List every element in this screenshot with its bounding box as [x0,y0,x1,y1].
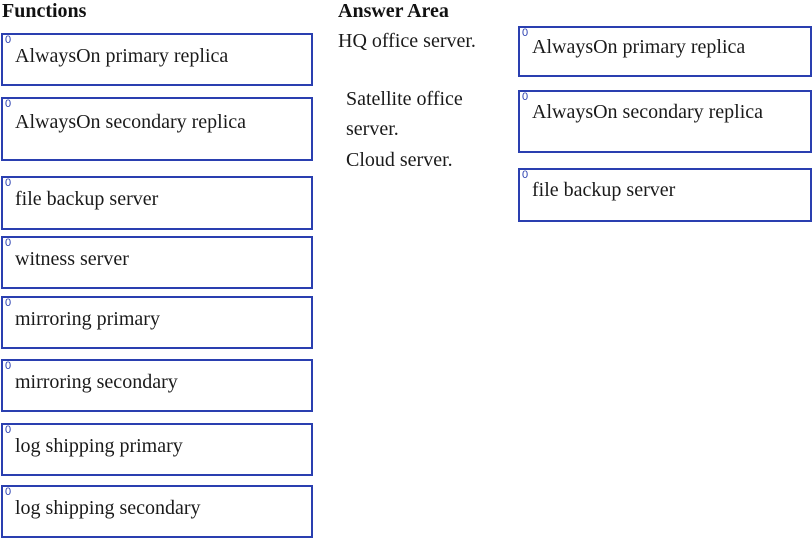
function-item-witness[interactable]: 0 witness server [1,236,313,289]
answer-area-heading: Answer Area [338,0,449,22]
answer-slot-satellite[interactable]: 0 AlwaysOn secondary replica [518,90,812,153]
function-label: mirroring primary [15,308,160,330]
answer-slot-hq[interactable]: 0 AlwaysOn primary replica [518,26,812,77]
function-label: AlwaysOn primary replica [15,45,229,67]
item-index: 0 [5,297,12,309]
item-index: 0 [5,98,12,110]
server-label-hq: HQ office server. [338,30,476,52]
function-item-alwayson-primary[interactable]: 0 AlwaysOn primary replica [1,33,313,86]
function-label: witness server [15,248,129,270]
function-item-log-shipping-secondary[interactable]: 0 log shipping secondary [1,485,313,538]
function-label: file backup server [15,188,159,210]
item-index: 0 [5,486,12,498]
answer-label: AlwaysOn primary replica [532,36,746,58]
function-label: mirroring secondary [15,371,178,393]
item-index: 0 [522,91,529,103]
answer-slot-cloud[interactable]: 0 file backup server [518,168,812,222]
function-label: log shipping secondary [15,497,201,519]
item-index: 0 [522,169,529,181]
function-label: log shipping primary [15,435,183,457]
item-index: 0 [522,27,529,39]
item-index: 0 [5,177,12,189]
answer-label: file backup server [532,179,676,201]
function-item-log-shipping-primary[interactable]: 0 log shipping primary [1,423,313,476]
answer-label: AlwaysOn secondary replica [532,101,764,123]
item-index: 0 [5,34,12,46]
functions-heading: Functions [2,0,87,22]
server-label-satellite: Satellite office server. [346,88,463,140]
function-label: AlwaysOn secondary replica [15,111,247,133]
function-item-mirroring-primary[interactable]: 0 mirroring primary [1,296,313,349]
function-item-file-backup[interactable]: 0 file backup server [1,176,313,230]
item-index: 0 [5,237,12,249]
function-item-alwayson-secondary[interactable]: 0 AlwaysOn secondary replica [1,97,313,161]
server-label-cloud: Cloud server. [346,149,453,171]
item-index: 0 [5,424,12,436]
function-item-mirroring-secondary[interactable]: 0 mirroring secondary [1,359,313,412]
item-index: 0 [5,360,12,372]
